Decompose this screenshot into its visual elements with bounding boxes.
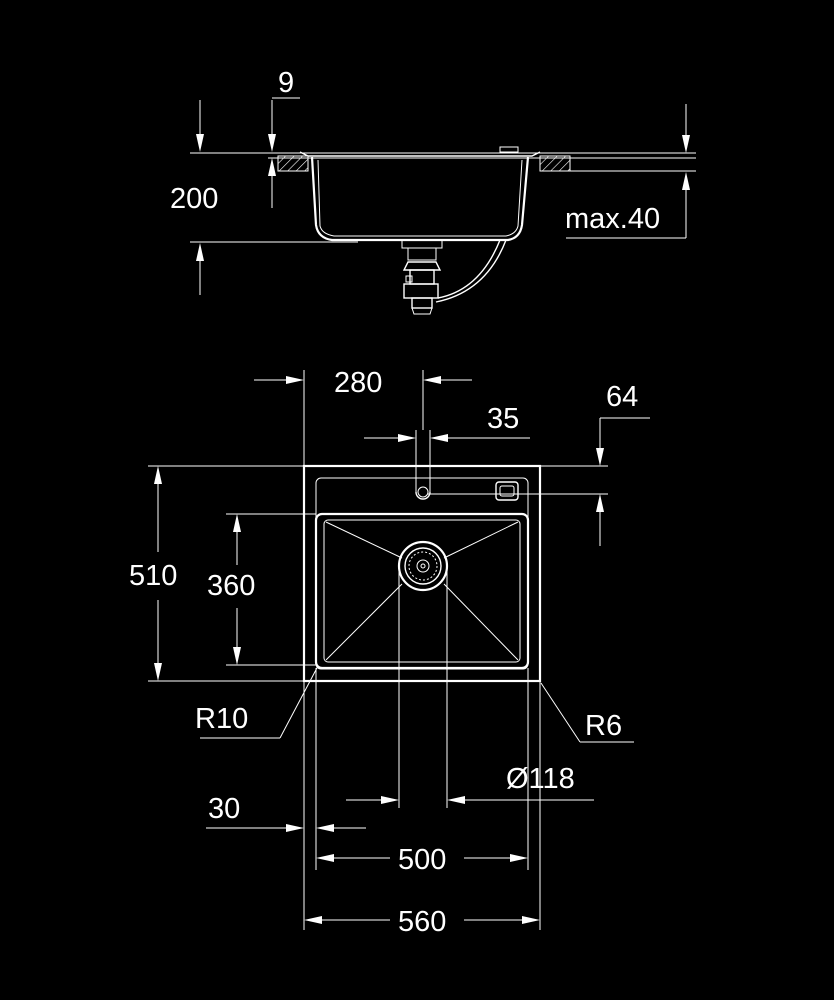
dim-outer-radius-label: R6 [585,710,622,742]
dim-tap-hole-label: 35 [487,403,519,435]
dim-depth-label: 200 [170,183,218,215]
dim-bowl-depth-label: 360 [207,570,255,602]
dim-worktop-thickness: max.40 [565,104,690,239]
dim-bowl-width-label: 500 [398,844,446,876]
dim-bowl-depth: 360 [207,514,255,665]
overflow-button [495,481,519,501]
dim-sink-depth: 200 [170,100,218,295]
worktop-hatch-left [277,155,309,172]
dim-inner-radius-label: R10 [195,703,248,735]
dim-tap-edge-label: 64 [606,381,638,413]
dim-rim-margin-label: 30 [208,793,240,825]
top-view: 280 35 64 510 [129,367,650,938]
dim-outer-radius: R6 [540,682,634,743]
sink-bowl [314,512,530,670]
drain-outlet [397,540,449,592]
drain-trap [401,239,507,315]
dim-total-width: 560 [304,906,540,938]
dim-tap-offset-label: 280 [334,367,382,399]
side-view: 9 200 max.40 [170,67,696,315]
dim-tap-hole-diameter: 35 [364,403,530,442]
dim-total-depth: 510 [129,466,177,681]
dim-total-width-label: 560 [398,906,446,938]
dim-inner-radius: R10 [195,665,319,739]
tap-rim-plate [499,146,519,153]
tap-hole [415,430,431,500]
dim-tap-offset: 280 [254,367,472,399]
sink-bowl-profile [310,156,530,242]
dim-worktop-label: max.40 [565,203,660,235]
sink-rim [299,151,541,157]
dim-tap-edge-distance: 64 [596,381,650,546]
dim-rim-label: 9 [278,67,294,99]
worktop-hatch-right [539,155,571,172]
dim-rim-thickness: 9 [268,67,300,208]
sink-bowl-floor [323,519,521,663]
dim-drain-diameter: Ø118 [346,763,594,804]
dim-rim-margin: 30 [206,793,366,832]
dim-drain-label: Ø118 [506,763,575,795]
sink-inner-rim [315,477,529,670]
dim-total-depth-label: 510 [129,560,177,592]
dim-bowl-width: 500 [316,844,528,876]
